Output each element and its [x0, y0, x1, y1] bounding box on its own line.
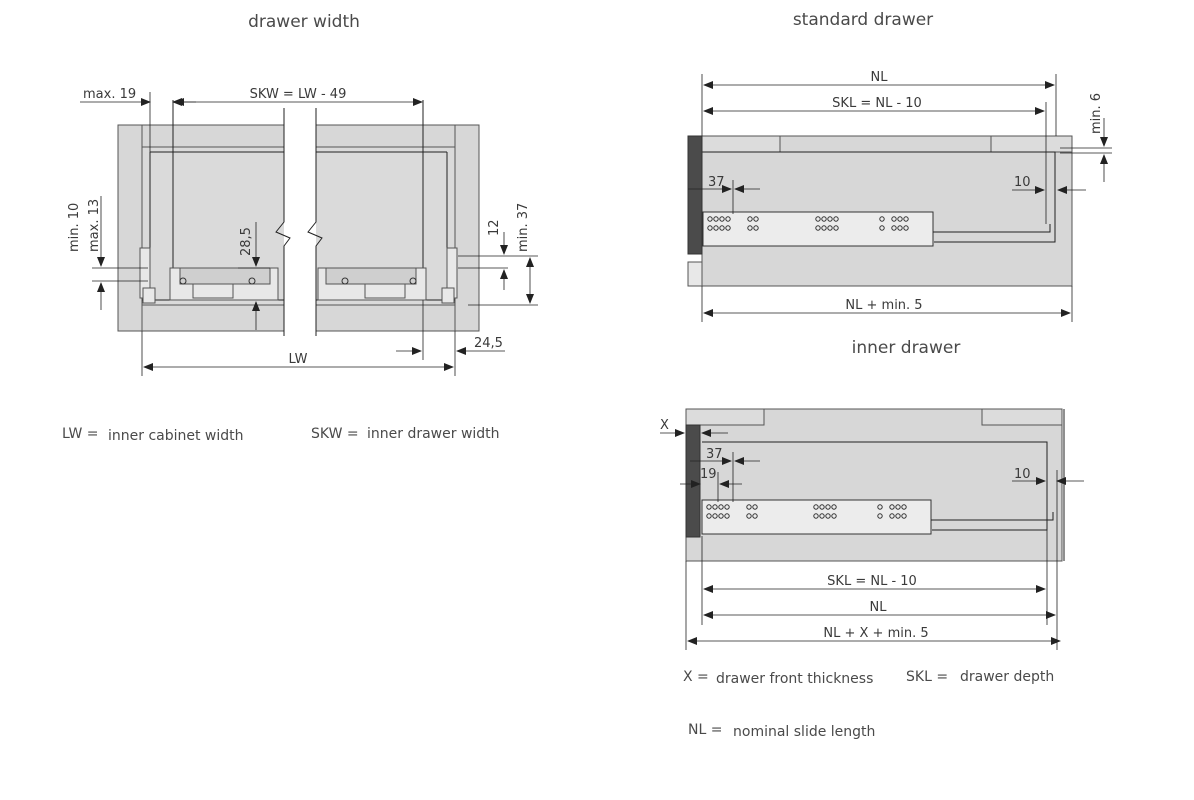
- standard-drawer-view: NL SKL = NL - 10 min. 6 37 10 NL + min. …: [687, 70, 1112, 322]
- inner-drawer-front: [685, 424, 701, 538]
- dim-12: 12: [487, 219, 502, 236]
- legend-skw-key: SKW =: [311, 426, 359, 442]
- legend-nl-key: NL =: [688, 722, 722, 738]
- legend-lw-desc: inner cabinet width: [108, 428, 244, 444]
- legend-skw-desc: inner drawer width: [367, 426, 500, 442]
- std-slide: [702, 211, 934, 247]
- inner-dim-nl-x-min-5: NL + X + min. 5: [823, 626, 928, 641]
- dim-max-13: max. 13: [87, 199, 102, 252]
- dim-skw-formula: SKW = LW - 49: [250, 87, 347, 102]
- inner-slide: [701, 499, 932, 535]
- dim-lw: LW: [289, 352, 308, 367]
- std-cabinet: [701, 135, 1073, 287]
- inner-slide-holes: [706, 504, 907, 519]
- dim-min-37: min. 37: [516, 203, 531, 252]
- heading-standard-drawer: standard drawer: [793, 10, 933, 30]
- dim-max-19: max. 19: [83, 87, 136, 102]
- inner-dim-x: X: [660, 418, 669, 433]
- cabinet-side-left: [117, 124, 143, 332]
- dim-24-5: 24,5: [474, 336, 503, 351]
- std-dim-nl: NL: [871, 70, 889, 85]
- std-dim-min-6: min. 6: [1089, 93, 1104, 134]
- dim-28-5: 28,5: [239, 227, 254, 256]
- legend-x-desc: drawer front thickness: [716, 671, 873, 687]
- heading-inner-drawer: inner drawer: [852, 338, 961, 358]
- drawer-width-view: max. 19 SKW = LW - 49 min. 10 max. 13 28…: [67, 87, 538, 376]
- inner-dim-nl: NL: [870, 600, 888, 615]
- std-dim-37: 37: [708, 175, 725, 190]
- std-slide-holes: [707, 216, 909, 231]
- cabinet-side-right: [454, 124, 480, 332]
- legend: LW = inner cabinet width SKW = inner dra…: [62, 426, 1054, 740]
- legend-skl-key: SKL =: [906, 669, 948, 685]
- inner-dim-37: 37: [706, 447, 723, 462]
- legend-skl-desc: drawer depth: [960, 669, 1054, 685]
- legend-nl-desc: nominal slide length: [733, 724, 875, 740]
- dim-min-10: min. 10: [67, 203, 82, 252]
- inner-dim-19: 19: [700, 467, 717, 482]
- legend-lw-key: LW =: [62, 426, 99, 442]
- inner-drawer-view: X 37 19 10 SKL = NL - 10 NL NL + X + min…: [660, 408, 1084, 650]
- std-dim-nl-min-5: NL + min. 5: [845, 298, 922, 313]
- std-dim-10: 10: [1014, 175, 1031, 190]
- inner-cabinet: [685, 408, 1063, 562]
- std-dim-skl: SKL = NL - 10: [832, 96, 922, 111]
- legend-x-key: X =: [683, 669, 709, 685]
- inner-dim-10: 10: [1014, 467, 1031, 482]
- std-drawer-front: [687, 135, 703, 255]
- heading-drawer-width: drawer width: [248, 12, 360, 32]
- inner-dim-skl: SKL = NL - 10: [827, 574, 917, 589]
